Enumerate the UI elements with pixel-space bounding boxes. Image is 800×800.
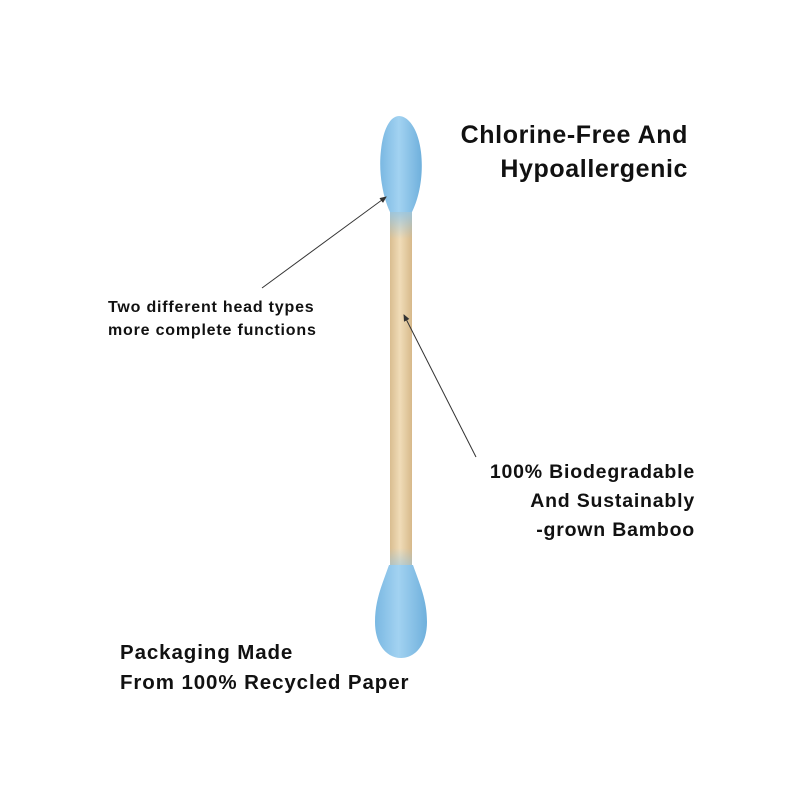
- caption-line: 100% Biodegradable: [489, 461, 695, 483]
- pointer-line-bamboo: [403, 314, 477, 458]
- bamboo-stick: [390, 205, 412, 585]
- caption-line: And Sustainably: [530, 490, 695, 512]
- caption-line: -grown Bamboo: [536, 519, 695, 541]
- round-cotton-tip: [375, 565, 427, 658]
- caption-head-types: Two different head types more complete f…: [108, 296, 317, 342]
- caption-packaging: Packaging Made From 100% Recycled Paper: [120, 638, 409, 698]
- caption-line: Hypoallergenic: [500, 155, 688, 183]
- caption-line: Chlorine-Free And: [460, 121, 688, 149]
- caption-bamboo: 100% Biodegradable And Sustainably -grow…: [490, 458, 695, 545]
- caption-line: Packaging Made: [120, 641, 294, 664]
- caption-line: more complete functions: [108, 322, 317, 339]
- caption-line: Two different head types: [108, 299, 315, 316]
- pointer-line-head: [261, 196, 387, 289]
- caption-line: From 100% Recycled Paper: [120, 671, 410, 694]
- pointed-cotton-tip: [380, 116, 422, 212]
- caption-chlorine-free: Chlorine-Free And Hypoallergenic: [461, 118, 688, 186]
